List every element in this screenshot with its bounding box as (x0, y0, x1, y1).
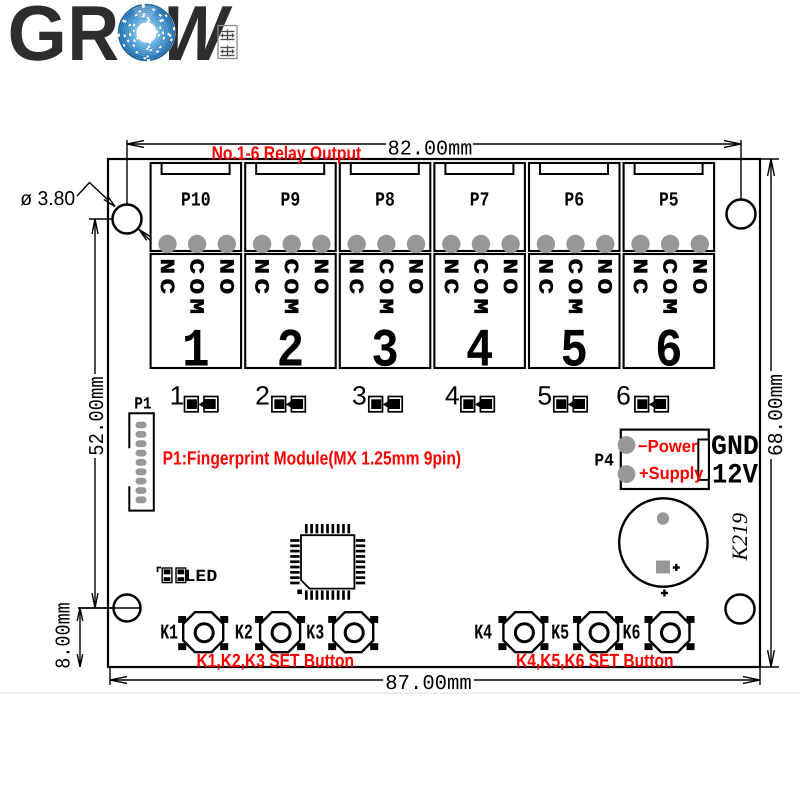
svg-text:52.00mm: 52.00mm (87, 376, 110, 455)
svg-text:K5: K5 (551, 623, 569, 646)
svg-text:8.00mm: 8.00mm (54, 602, 77, 669)
svg-text:68.00mm: 68.00mm (766, 374, 789, 456)
svg-text:P1: P1 (134, 396, 151, 415)
svg-text:NC: NC (532, 259, 555, 299)
svg-text:12V: 12V (712, 461, 758, 492)
svg-text:3: 3 (371, 322, 399, 383)
svg-text:K219: K219 (727, 513, 752, 562)
svg-text:COM: COM (184, 259, 207, 319)
svg-text:P1:Fingerprint Module(MX 1.25m: P1:Fingerprint Module(MX 1.25mm 9pin) (163, 449, 462, 470)
svg-text:P10: P10 (181, 190, 211, 213)
svg-text:6: 6 (655, 322, 683, 383)
svg-text:P9: P9 (281, 190, 301, 213)
svg-text:NO: NO (213, 259, 236, 299)
svg-text:NC: NC (249, 259, 272, 299)
svg-text:P5: P5 (659, 190, 679, 213)
svg-text:COM: COM (278, 259, 301, 319)
svg-text:K1,K2,K3 SET Button: K1,K2,K3 SET Button (197, 651, 355, 672)
svg-text:LED: LED (185, 568, 218, 587)
svg-text:G: G (8, 0, 67, 77)
svg-text:−Power: −Power (638, 436, 698, 456)
svg-text:2: 2 (277, 322, 305, 383)
svg-text:R: R (67, 0, 119, 77)
svg-text:NC: NC (154, 259, 177, 299)
svg-text:K6: K6 (623, 623, 641, 646)
svg-text:COM: COM (562, 259, 585, 319)
svg-text:K4,K5,K6 SET Button: K4,K5,K6 SET Button (516, 651, 674, 672)
svg-text:COM: COM (467, 259, 490, 319)
svg-text:GND: GND (711, 432, 759, 463)
svg-text:NO: NO (403, 259, 426, 299)
svg-text:5: 5 (537, 381, 552, 411)
svg-text:NO: NO (308, 259, 331, 299)
svg-text:+Supply: +Supply (639, 463, 704, 483)
svg-text:87.00mm: 87.00mm (385, 673, 471, 696)
svg-text:K4: K4 (474, 623, 492, 646)
svg-text:COM: COM (373, 259, 396, 319)
svg-text:K2: K2 (235, 623, 253, 646)
svg-text:82.00mm: 82.00mm (388, 139, 473, 162)
svg-text:P8: P8 (375, 190, 395, 213)
svg-text:ø 3.80: ø 3.80 (20, 188, 75, 210)
svg-text:NC: NC (627, 259, 650, 299)
svg-text:NO: NO (497, 259, 520, 299)
svg-text:2: 2 (255, 381, 270, 411)
svg-text:K3: K3 (306, 623, 324, 646)
svg-text:NC: NC (438, 259, 461, 299)
svg-text:P7: P7 (470, 190, 490, 213)
svg-text:NO: NO (686, 259, 709, 299)
svg-text:COM: COM (657, 259, 680, 319)
svg-text:NO: NO (592, 259, 615, 299)
svg-text:4: 4 (466, 322, 494, 383)
svg-text:6: 6 (616, 381, 631, 411)
svg-text:No.1-6 Relay Output: No.1-6 Relay Output (212, 144, 362, 165)
svg-text:P4: P4 (594, 452, 614, 472)
svg-text:K1: K1 (160, 623, 178, 646)
svg-text:NC: NC (343, 259, 366, 299)
svg-text:1: 1 (182, 322, 210, 383)
svg-text:3: 3 (352, 381, 367, 411)
svg-text:4: 4 (445, 381, 460, 411)
svg-text:P6: P6 (564, 190, 584, 213)
svg-text:5: 5 (560, 322, 588, 383)
svg-text:1: 1 (170, 381, 185, 411)
